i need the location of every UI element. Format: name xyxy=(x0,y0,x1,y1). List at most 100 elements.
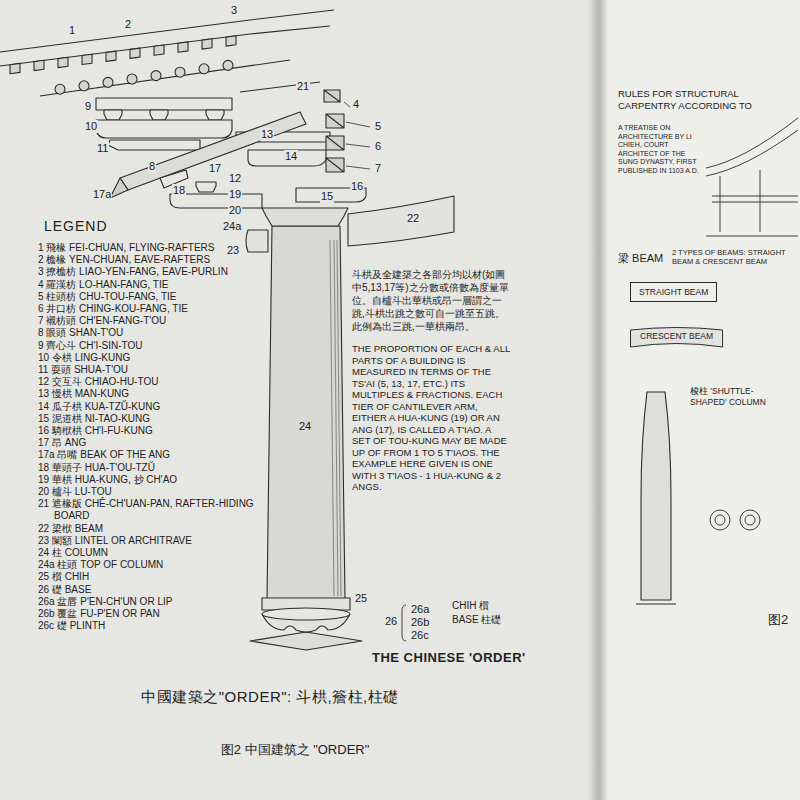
callout-number: 1 xyxy=(68,24,76,37)
treatise-note: A TREATISE ON ARCHITECTURE BY LI CHIEH, … xyxy=(618,124,702,175)
figure-number: 图2 xyxy=(768,612,788,628)
callout-number: 14 xyxy=(284,150,298,163)
legend-entry: 3 撩檐枋 LIAO-YEN-FANG, EAVE-PURLIN xyxy=(38,266,262,278)
beam xyxy=(348,196,454,246)
callout-number: 3 xyxy=(230,4,238,17)
callout-number: 17 xyxy=(208,162,222,175)
legend-entry: 17a 昂嘴 BEAK OF THE ANG xyxy=(38,449,262,461)
legend-entry: 12 交互斗 CHIAO-HU-TOU xyxy=(38,376,262,388)
leader-lines xyxy=(344,102,370,169)
legend-entry: 15 泥道栱 NI-TAO-KUNG xyxy=(38,413,262,425)
callout-number: 4 xyxy=(352,98,360,111)
callout-number: 24 xyxy=(298,420,312,433)
section-label: 梁 BEAM xyxy=(618,252,663,265)
legend-entry: 26b 覆盆 FU-P'EN OR PAN xyxy=(38,608,262,620)
ang-lever-arm xyxy=(120,112,306,190)
note-chinese: 斗栱及全建築之各部分均以材(如圖中5,13,17等)之分數或倍數為度量單位。自櫨… xyxy=(352,268,510,333)
legend-entry: 22 梁栿 BEAM xyxy=(38,523,262,535)
legend-entry: 5 柱頭枋 CHU-TOU-FANG, TIE xyxy=(38,291,262,303)
callout-number: 5 xyxy=(374,120,382,133)
book-gutter xyxy=(588,0,608,800)
callout-number: 18 xyxy=(172,184,186,197)
callout-number: 19 xyxy=(228,188,242,201)
roof-outline xyxy=(0,10,334,66)
callout-number: 20 xyxy=(228,204,242,217)
legend-entry: 24a 柱頭 TOP OF COLUMN xyxy=(38,559,262,571)
callout-number: 12 xyxy=(228,172,242,185)
legend-entry: 8 眼頭 SHAN-T'OU xyxy=(38,327,262,339)
legend-entry: 9 齊心斗 CH'I-SIN-TOU xyxy=(38,340,262,352)
crescent-beam: CRESCENT BEAM xyxy=(630,326,723,352)
column-sections xyxy=(710,510,760,530)
callout-number: 21 xyxy=(296,80,310,93)
callout-number: 24a xyxy=(222,220,242,233)
legend-entry: 25 櫍 CHIH xyxy=(38,571,262,583)
ang-beak xyxy=(110,178,128,198)
legend-entry: 26a 盆唇 P'EN-CH'UN OR LIP xyxy=(38,596,262,608)
legend-entry: 23 闌額 LINTEL OR ARCHITRAVE xyxy=(38,535,262,547)
bracket-brace xyxy=(402,605,406,641)
tie-end-faces xyxy=(324,90,344,172)
legend-entry: 6 井口枋 CHING-KOU-FANG, TIE xyxy=(38,303,262,315)
crescent-beam-outline xyxy=(631,328,723,348)
left-page xyxy=(0,0,592,800)
callout-number: 23 xyxy=(226,244,240,257)
nose-piece xyxy=(108,140,200,150)
legend-entry: 24 柱 COLUMN xyxy=(38,547,262,559)
callout-number: 15 xyxy=(320,190,334,203)
callout-number: 26b xyxy=(410,616,430,629)
legend-entry: 1 飛椽 FEI-CHUAN, FLYING-RAFTERS xyxy=(38,242,262,254)
capital-block xyxy=(262,208,348,226)
straight-beam: STRAIGHT BEAM xyxy=(630,282,717,302)
node-label: STRAIGHT BEAM xyxy=(639,287,708,297)
cross-block xyxy=(196,182,216,192)
legend-entry: 21 遮椽版 CHÊ-CH'UAN-PAN, RAFTER-HIDING BOA… xyxy=(38,498,262,522)
legend: 1 飛椽 FEI-CHUAN, FLYING-RAFTERS2 檐椽 YEN-C… xyxy=(38,242,262,633)
eave-rafter-ends xyxy=(55,60,233,94)
right-page xyxy=(606,0,800,800)
column-ground xyxy=(636,603,676,604)
legend-entry: 14 瓜子栱 KUA-TZŬ-KUNG xyxy=(38,401,262,413)
legend-entry: 4 羅漢枋 LO-HAN-FANG, TIE xyxy=(38,279,262,291)
beam-note: 2 TYPES OF BEAMS: STRAIGHT BEAM & CRESCE… xyxy=(672,248,794,266)
callout-number: 26 xyxy=(384,615,398,628)
callout-number: 6 xyxy=(374,140,382,153)
legend-entry: 16 騎栿栱 CH'I-FU-KUNG xyxy=(38,425,262,437)
eave-purlin xyxy=(96,98,232,110)
legend-entry: 2 檐椽 YEN-CHUAN, EAVE-RAFTERS xyxy=(38,254,262,266)
legend-entry: 10 令栱 LING-KUNG xyxy=(38,352,262,364)
legend-entry: 13 慢栱 MAN-KUNG xyxy=(38,388,262,400)
callout-number: 25 xyxy=(354,592,368,605)
legend-entry: 20 櫨斗 LU-TOU xyxy=(38,486,262,498)
legend-entry: 26 礎 BASE xyxy=(38,584,262,596)
page-heading: RULES FOR STRUCTURAL CARPENTRY ACCORDING… xyxy=(618,88,794,112)
column-note: 梭柱 'SHUTTLE-SHAPED' COLUMN xyxy=(690,386,790,407)
legend-entry: 26c 礎 PLINTH xyxy=(38,620,262,632)
shuttle-column xyxy=(641,392,671,600)
note-english: THE PROPORTION OF EACH & ALL PARTS OF A … xyxy=(352,343,510,493)
legend-entry: 7 襯枋頭 CH'EN-FANG-T'OU xyxy=(38,315,262,327)
building-elevation xyxy=(706,118,798,236)
callout-number: 26c xyxy=(410,629,430,642)
callout-number: 8 xyxy=(148,160,156,173)
column-shading xyxy=(330,240,341,596)
legend-entry: 17 昂 ANG xyxy=(38,437,262,449)
callout-number: 22 xyxy=(406,212,420,225)
column xyxy=(267,226,345,600)
base-lip xyxy=(262,608,350,620)
callout-number: 16 xyxy=(350,180,364,193)
callout-number: 11 xyxy=(96,142,109,155)
callout-number: 7 xyxy=(374,162,382,175)
lintel xyxy=(246,230,268,252)
figure-title: THE CHINESE 'ORDER' xyxy=(372,650,526,666)
callout-number: 26a xyxy=(410,603,430,616)
callout-number: 2 xyxy=(124,18,132,31)
plinth xyxy=(250,632,362,650)
callout-number: 10 xyxy=(84,120,98,133)
callout-number: 9 xyxy=(84,100,92,113)
legend-heading: LEGEND xyxy=(44,218,108,235)
legend-entry: 19 華栱 HUA-KUNG, 抄 CH'AO xyxy=(38,474,262,486)
node-label: CRESCENT BEAM xyxy=(640,331,713,341)
legend-entry: 11 耍頭 SHUA-T'OU xyxy=(38,364,262,376)
